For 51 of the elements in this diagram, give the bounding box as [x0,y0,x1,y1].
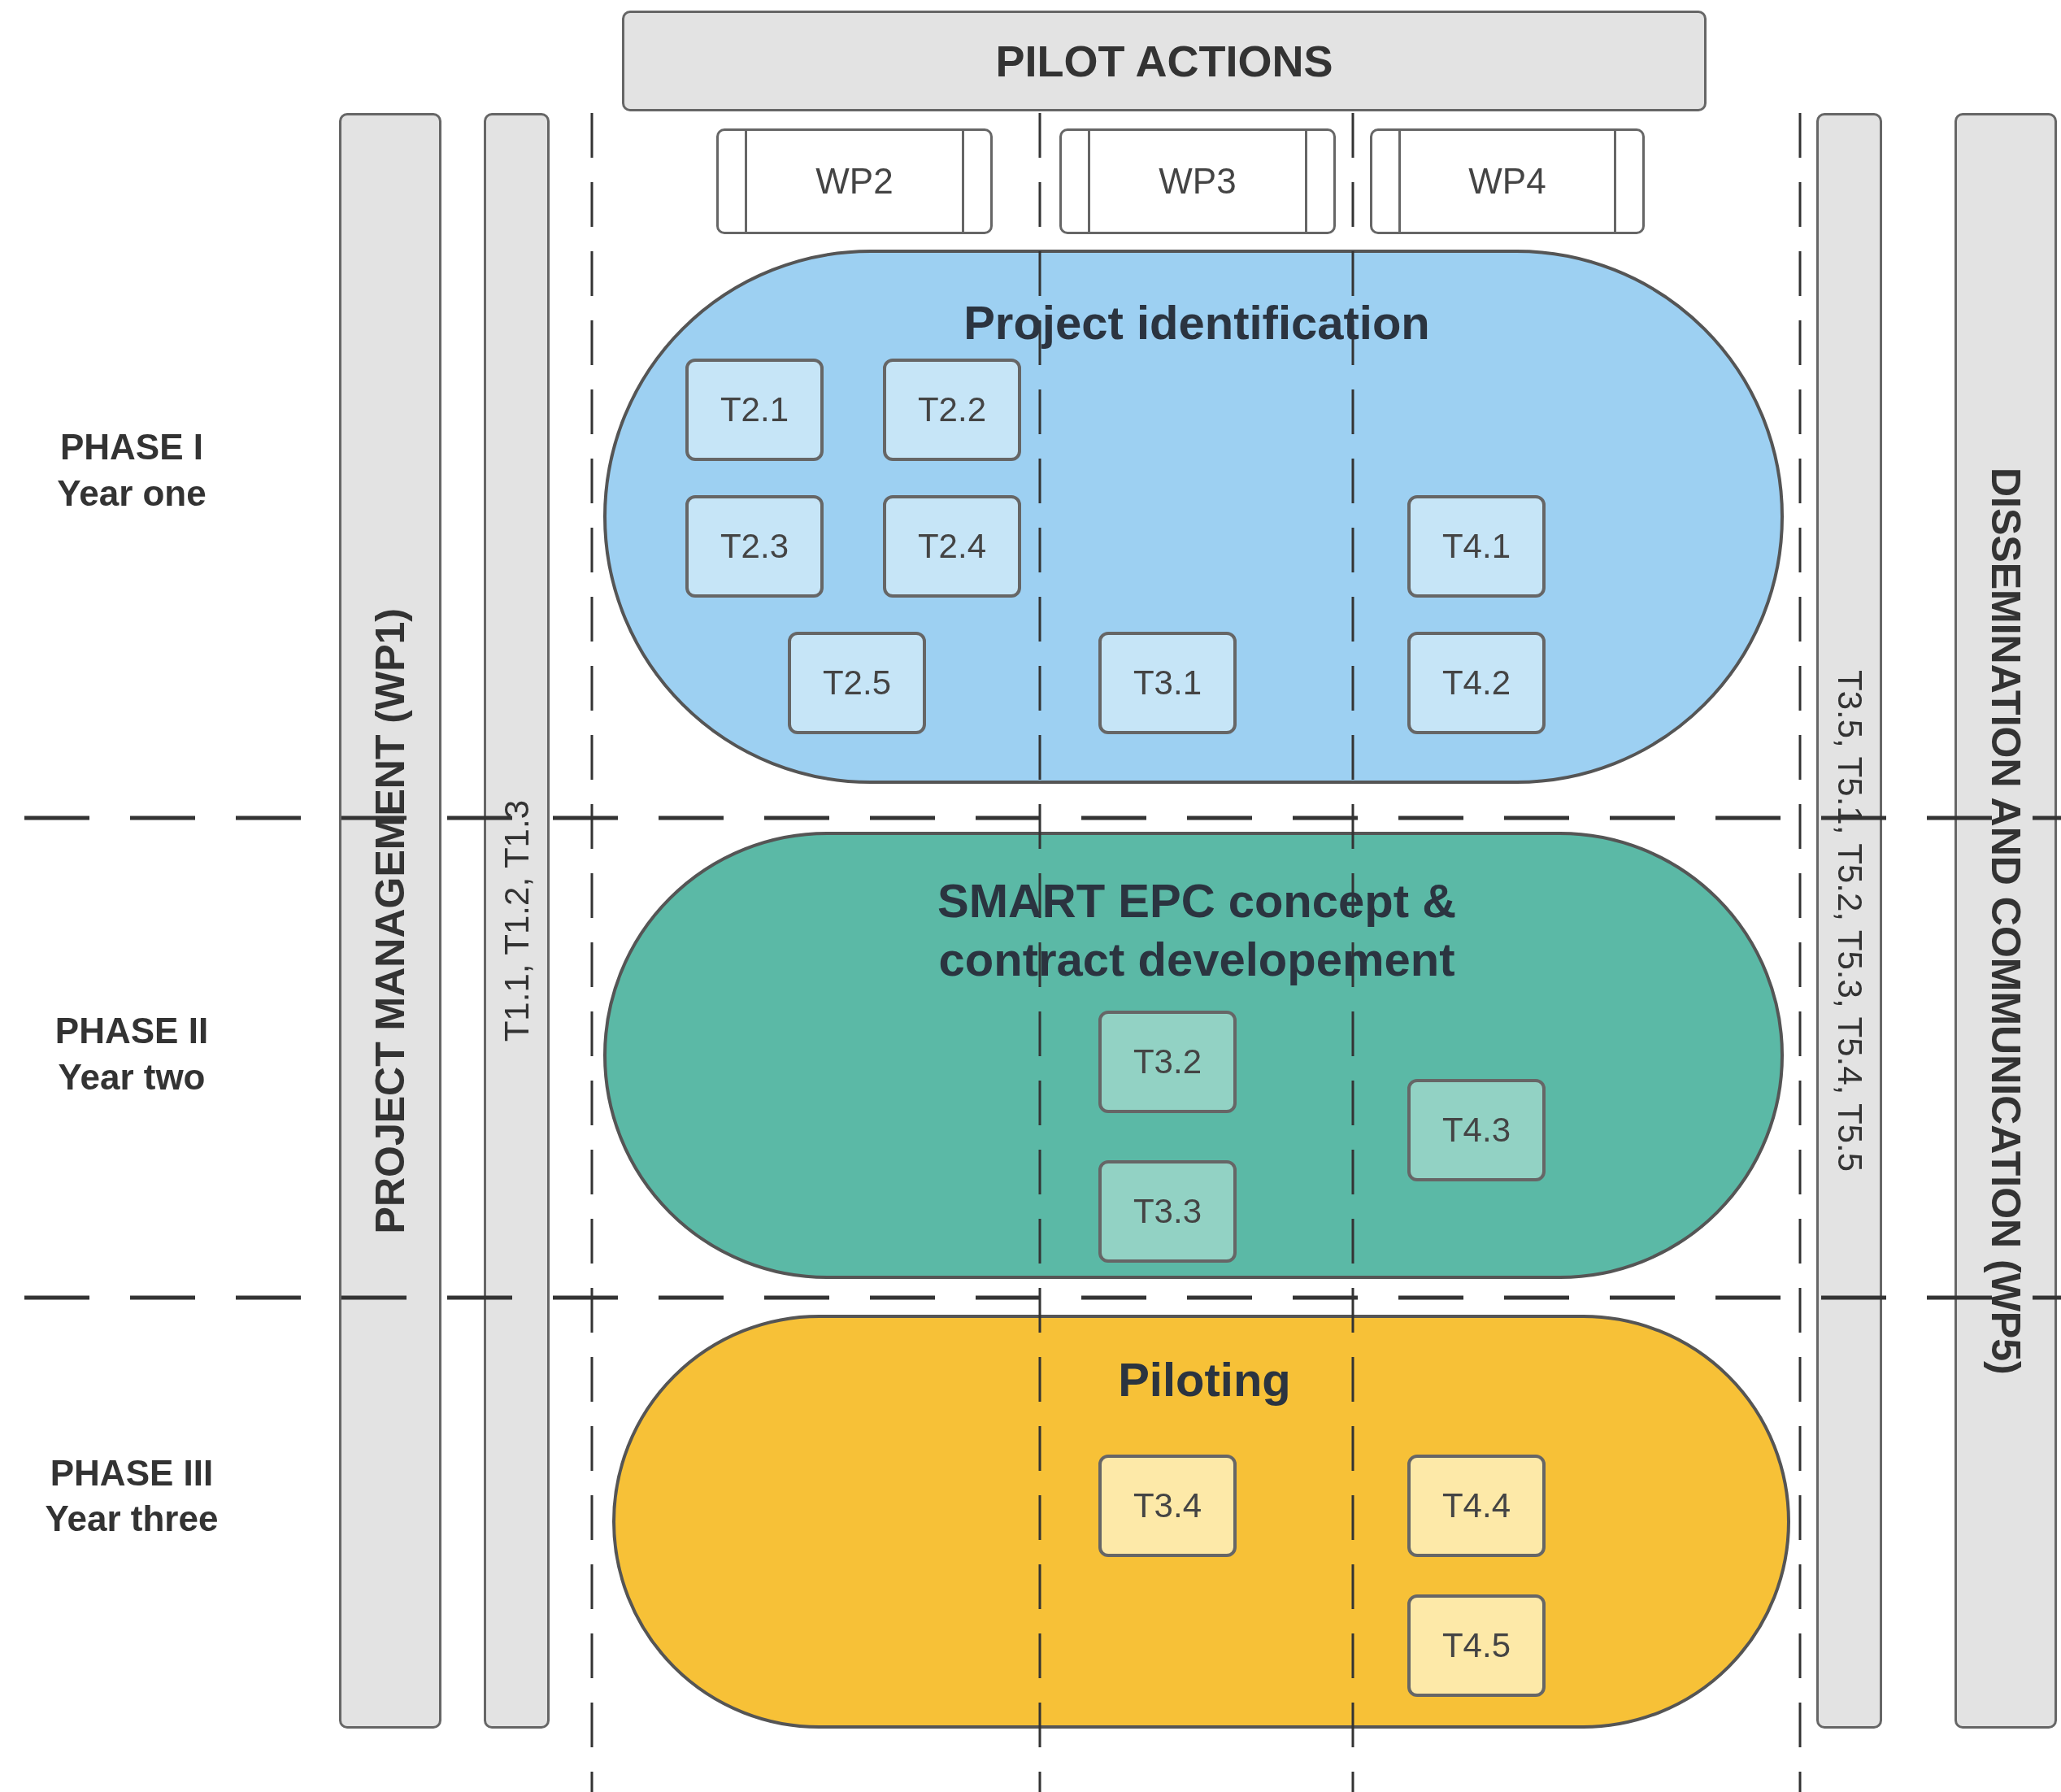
task-label: T4.5 [1441,1626,1511,1665]
task-box [1407,1455,1546,1557]
task-label: T2.3 [720,527,789,566]
task-box [1098,1160,1237,1263]
task-box [1098,632,1237,734]
work-package-label: WP2 [815,161,894,202]
task-box [883,359,1021,461]
phase-title: Project identification [963,295,1431,350]
task-label: T2.1 [720,390,789,429]
side-bar-label: DISSEMINATION AND COMMUNICATION (WP5) [1982,467,2029,1375]
task-label: T4.4 [1441,1486,1511,1525]
year-label: Year two [57,1057,207,1098]
side-bar [484,113,550,1729]
task-label: T3.4 [1133,1486,1202,1525]
task-label: T2.4 [917,527,986,566]
task-label: T2.5 [822,663,891,702]
side-bar [1954,113,2057,1729]
task-box [685,495,824,598]
task-box [1407,1079,1546,1181]
work-package-box [1370,128,1645,234]
task-box [1098,1011,1237,1113]
task-label: T4.1 [1441,527,1511,566]
side-bar [1816,113,1882,1729]
year-label: Year three [44,1498,220,1539]
phase-title: Piloting [1117,1352,1292,1407]
phase-label: PHASE II [54,1011,210,1051]
task-box [1407,632,1546,734]
task-label: T3.1 [1133,663,1202,702]
task-box [1407,495,1546,598]
task-label: T3.2 [1133,1042,1202,1081]
side-bar-label: T1.1, T1.2, T1.3 [497,799,537,1042]
side-bar [339,113,441,1729]
side-bar-label: PROJECT MANAGEMENT (WP1) [367,607,414,1234]
work-package-label: WP3 [1159,161,1237,202]
header-title: PILOT ACTIONS [995,36,1333,86]
task-box [1407,1594,1546,1697]
phase-label: PHASE III [49,1453,215,1494]
task-label: T4.3 [1441,1111,1511,1150]
year-label: Year one [56,473,207,514]
task-box [685,359,824,461]
phase-label: PHASE I [59,427,204,468]
task-label: T3.3 [1133,1192,1202,1231]
work-package-box [1059,128,1336,234]
task-box [883,495,1021,598]
work-package-box [716,128,993,234]
header-bar [622,11,1707,111]
task-box [788,632,926,734]
task-box [1098,1455,1237,1557]
task-label: T2.2 [917,390,986,429]
work-package-label: WP4 [1468,161,1546,202]
task-label: T4.2 [1441,663,1511,702]
